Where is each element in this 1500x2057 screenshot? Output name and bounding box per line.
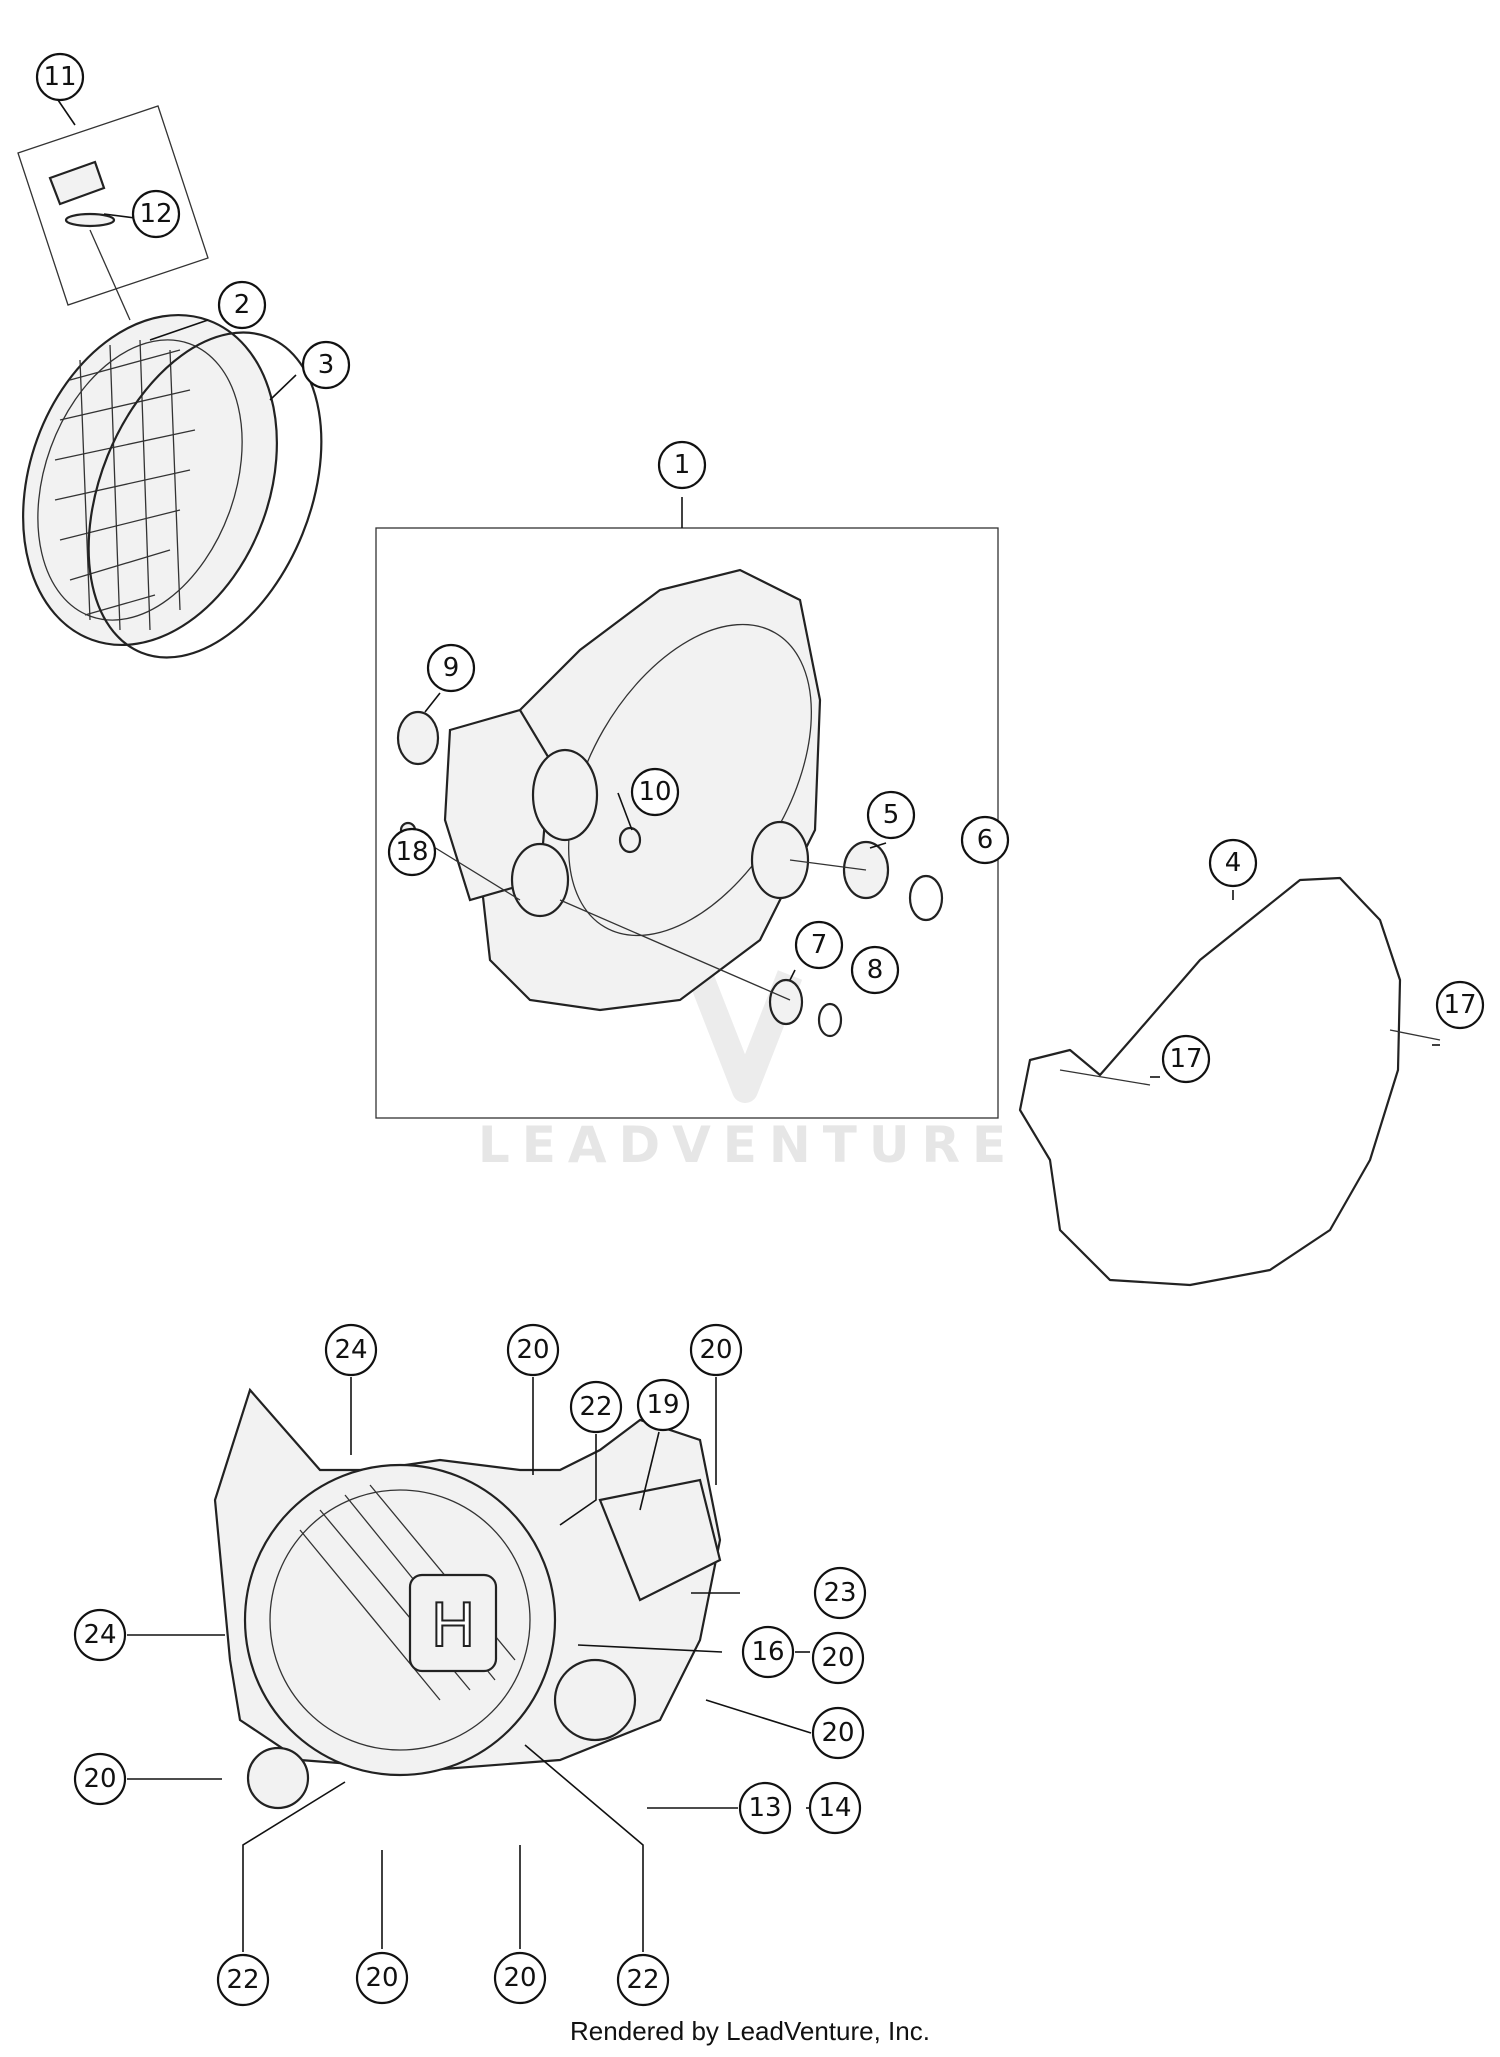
clutch-cover-gasket-part [1018,876,1402,1287]
filler-cap-box [17,105,209,306]
callout-17-left[interactable]: 17 [1161,1034,1211,1084]
watermark-text: LEADVENTURE [478,1116,1018,1174]
svg-text:20: 20 [821,1643,854,1673]
svg-text:12: 12 [139,199,172,229]
callout-19[interactable]: 19 [636,1378,690,1432]
callout-13[interactable]: 13 [738,1781,792,1835]
callout-7[interactable]: 7 [794,920,844,970]
shaft-seal-7 [768,978,804,1026]
svg-text:8: 8 [867,955,884,985]
o-ring-part [64,212,116,228]
callout-24-left[interactable]: 24 [73,1608,127,1662]
callout-20-top-right[interactable]: 20 [689,1323,743,1377]
svg-text:22: 22 [226,1965,259,1995]
callout-17-right[interactable]: 17 [1435,980,1485,1030]
svg-text:18: 18 [395,837,428,867]
callout-2[interactable]: 2 [217,280,267,330]
circlip-8 [817,1002,843,1038]
svg-text:20: 20 [365,1963,398,1993]
cap-axis-line [89,229,131,321]
callout-10[interactable]: 10 [630,767,680,817]
seal-ring-9 [396,710,440,766]
svg-text:3: 3 [318,350,335,380]
callout-12[interactable]: 12 [131,189,181,239]
svg-text:24: 24 [334,1335,367,1365]
svg-text:19: 19 [646,1390,679,1420]
pin-10 [618,826,642,854]
callout-8[interactable]: 8 [850,945,900,995]
callout-20-beside-16[interactable]: 20 [811,1631,865,1685]
svg-text:7: 7 [811,930,828,960]
callout-20-top-mid[interactable]: 20 [506,1323,560,1377]
husqvarna-logo [408,1573,498,1673]
callout-22-bottom-left[interactable]: 22 [216,1953,270,2007]
callout-11[interactable]: 11 [35,52,85,102]
svg-text:20: 20 [503,1963,536,1993]
clutch-cover-assembly: H [213,1387,722,1810]
shaft-axis-line [789,859,867,871]
outer-cover-part [22,313,278,647]
upper-leaders [57,99,1440,1078]
svg-text:10: 10 [638,777,671,807]
svg-text:13: 13 [748,1793,781,1823]
callout-24-top[interactable]: 24 [324,1323,378,1377]
svg-text:20: 20 [699,1335,732,1365]
callout-3[interactable]: 3 [301,340,351,390]
svg-text:17: 17 [1443,990,1476,1020]
seal-axis-line [559,899,791,1001]
callout-20-left[interactable]: 20 [73,1752,127,1806]
svg-text:24: 24 [83,1620,116,1650]
callout-20-bottom-left[interactable]: 20 [355,1951,409,2005]
callout-9[interactable]: 9 [426,643,476,693]
callout-20-bottom-right[interactable]: 20 [493,1951,547,2005]
svg-text:11: 11 [43,62,76,92]
rendered-by-footer: Rendered by LeadVenture, Inc. [570,2016,930,2046]
circlip-6 [908,874,944,922]
callout-1[interactable]: 1 [657,440,707,490]
svg-text:4: 4 [1225,848,1242,878]
svg-text:17: 17 [1169,1044,1202,1074]
svg-text:20: 20 [821,1718,854,1748]
callout-22-top[interactable]: 22 [569,1380,623,1434]
svg-text:14: 14 [818,1793,851,1823]
svg-text:6: 6 [977,825,994,855]
callout-4[interactable]: 4 [1208,838,1258,888]
svg-text:23: 23 [823,1578,856,1608]
svg-text:22: 22 [579,1392,612,1422]
lower-leaders [127,1377,820,1952]
svg-text:9: 9 [443,653,460,683]
callout-18[interactable]: 18 [387,827,437,877]
svg-text:16: 16 [751,1637,784,1667]
filler-cap [48,160,106,206]
callout-23[interactable]: 23 [813,1566,867,1620]
husqvarna-logo-mark: H [430,1591,475,1661]
callout-16[interactable]: 16 [741,1625,795,1679]
filler-cap-group [17,105,209,321]
callout-20-right[interactable]: 20 [811,1706,865,1760]
dowel-axis-line-a [1059,1069,1151,1086]
callout-6[interactable]: 6 [960,815,1010,865]
svg-text:5: 5 [883,800,900,830]
callout-14[interactable]: 14 [808,1781,862,1835]
svg-text:1: 1 [674,450,691,480]
callout-5[interactable]: 5 [866,790,916,840]
dowel-axis-line-b [1389,1029,1441,1041]
cover-gasket-part [87,331,323,659]
svg-text:20: 20 [83,1764,116,1794]
callout-22-bottom-right[interactable]: 22 [616,1953,670,2007]
svg-text:22: 22 [626,1965,659,1995]
svg-text:20: 20 [516,1335,549,1365]
svg-text:2: 2 [234,290,251,320]
